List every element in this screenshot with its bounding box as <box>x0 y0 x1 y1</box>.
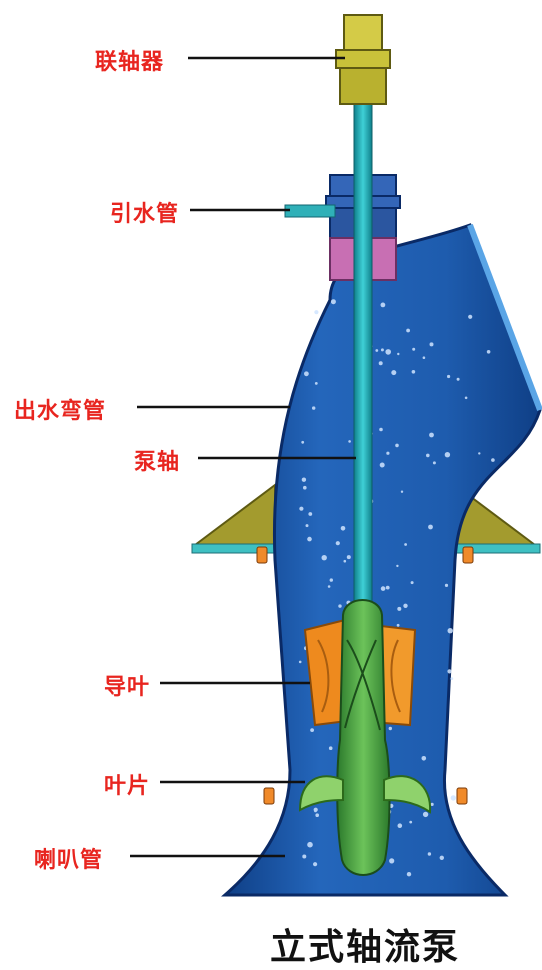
water-bubble <box>403 604 407 608</box>
water-bubble <box>310 728 314 732</box>
water-bubble <box>315 813 319 817</box>
water-bubble <box>428 525 433 530</box>
label-coupling: 联轴器 <box>95 44 164 76</box>
water-bubble <box>315 382 318 385</box>
water-bubble <box>379 361 383 365</box>
water-bubble <box>429 433 434 438</box>
water-bubble <box>397 353 399 355</box>
water-bubble <box>328 585 331 588</box>
water-bubble <box>331 299 336 304</box>
water-bubble <box>322 555 327 560</box>
water-bubble <box>381 348 384 351</box>
water-bubble <box>344 560 347 563</box>
water-bubble <box>391 370 396 375</box>
pump-shaft <box>354 100 372 620</box>
water-bubble <box>381 586 386 591</box>
water-bubble <box>302 855 306 859</box>
water-bubble <box>404 543 407 546</box>
coupling-part <box>336 15 390 104</box>
label-impeller-blade: 叶片 <box>104 768 150 800</box>
water-bubble <box>433 461 436 464</box>
water-bubble <box>348 440 351 443</box>
water-bubble <box>409 821 412 824</box>
water-bubble <box>450 677 453 680</box>
water-bubble <box>423 356 426 359</box>
water-bubble <box>422 756 427 761</box>
water-bubble <box>447 375 450 378</box>
water-bubble <box>445 452 450 457</box>
water-bubble <box>304 371 309 376</box>
water-bubble <box>375 349 378 352</box>
water-bubble <box>411 581 414 584</box>
water-bubble <box>451 795 456 800</box>
label-outlet-elbow: 出水弯管 <box>14 393 106 425</box>
water-bubble <box>457 378 460 381</box>
water-bubble <box>487 350 491 354</box>
label-inlet-pipe: 引水管 <box>110 196 179 228</box>
water-bubble <box>314 810 317 813</box>
water-bubble <box>426 454 430 458</box>
label-bell-mouth: 喇叭管 <box>34 842 103 874</box>
water-bubble <box>299 661 302 664</box>
water-bubble <box>423 812 428 817</box>
water-bubble <box>299 507 303 511</box>
diagram-caption: 立式轴流泵 <box>270 918 460 970</box>
impeller-hub <box>337 600 389 875</box>
water-bubble <box>329 746 333 750</box>
water-bubble <box>379 428 383 432</box>
water-bubble <box>307 842 313 848</box>
water-bubble <box>412 348 415 351</box>
water-bubble <box>380 463 385 468</box>
water-bubble <box>478 452 480 454</box>
water-bubble <box>397 624 400 627</box>
label-pump-shaft: 泵轴 <box>134 444 180 476</box>
water-bubble <box>396 565 398 567</box>
water-bubble <box>308 512 312 516</box>
water-bubble <box>341 526 346 531</box>
water-bubble <box>389 858 394 863</box>
water-bubble <box>447 669 451 673</box>
label-guide-vane: 导叶 <box>104 669 150 701</box>
water-bubble <box>338 604 341 607</box>
water-bubble <box>468 315 472 319</box>
water-bubble <box>428 852 431 855</box>
water-bubble <box>389 727 392 730</box>
water-bubble <box>386 452 389 455</box>
water-bubble <box>395 444 399 448</box>
water-bubble <box>397 607 401 611</box>
inlet-pipe-stub <box>285 205 335 217</box>
water-bubble <box>381 303 386 308</box>
water-bubble <box>301 441 304 444</box>
water-bubble <box>347 555 351 559</box>
water-bubble <box>406 329 410 333</box>
water-bubble <box>306 524 309 527</box>
water-bubble <box>491 458 495 462</box>
water-bubble <box>440 856 444 860</box>
water-bubble <box>312 406 315 409</box>
water-bubble <box>445 584 448 587</box>
water-bubble <box>385 349 391 355</box>
water-bubble <box>412 370 416 374</box>
water-bubble <box>430 342 434 346</box>
water-bubble <box>313 862 317 866</box>
water-bubble <box>302 478 306 482</box>
water-bubble <box>336 541 340 545</box>
water-bubble <box>303 486 307 490</box>
water-bubble <box>407 872 411 876</box>
water-bubble <box>330 578 333 581</box>
water-bubble <box>386 586 390 590</box>
water-bubble <box>448 628 453 633</box>
water-bubble <box>401 491 403 493</box>
water-bubble <box>465 397 468 400</box>
water-bubble <box>314 310 318 314</box>
water-bubble <box>398 823 403 828</box>
water-bubble <box>307 537 312 542</box>
